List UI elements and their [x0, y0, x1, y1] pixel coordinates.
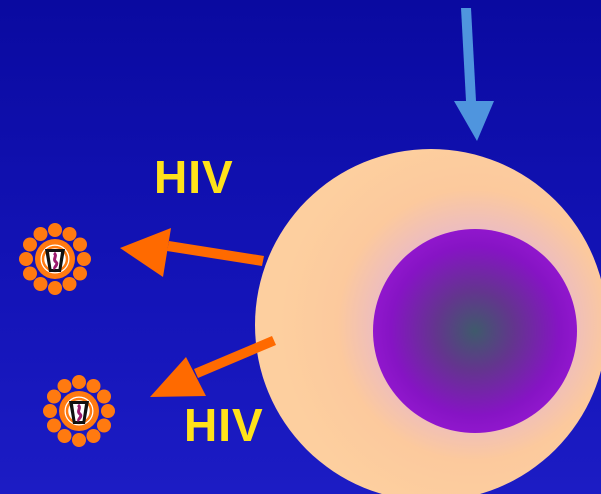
- hiv-virion-top: [19, 223, 91, 295]
- hiv-label-top: HIV: [154, 150, 234, 204]
- cell-nucleus: [373, 229, 577, 433]
- hiv-virion-bottom: [43, 375, 115, 447]
- outgoing-arrow-top: [120, 228, 264, 277]
- hiv-label-bottom: HIV: [184, 398, 264, 452]
- incoming-arrow: [454, 8, 494, 141]
- outgoing-arrow-bottom: [150, 336, 276, 397]
